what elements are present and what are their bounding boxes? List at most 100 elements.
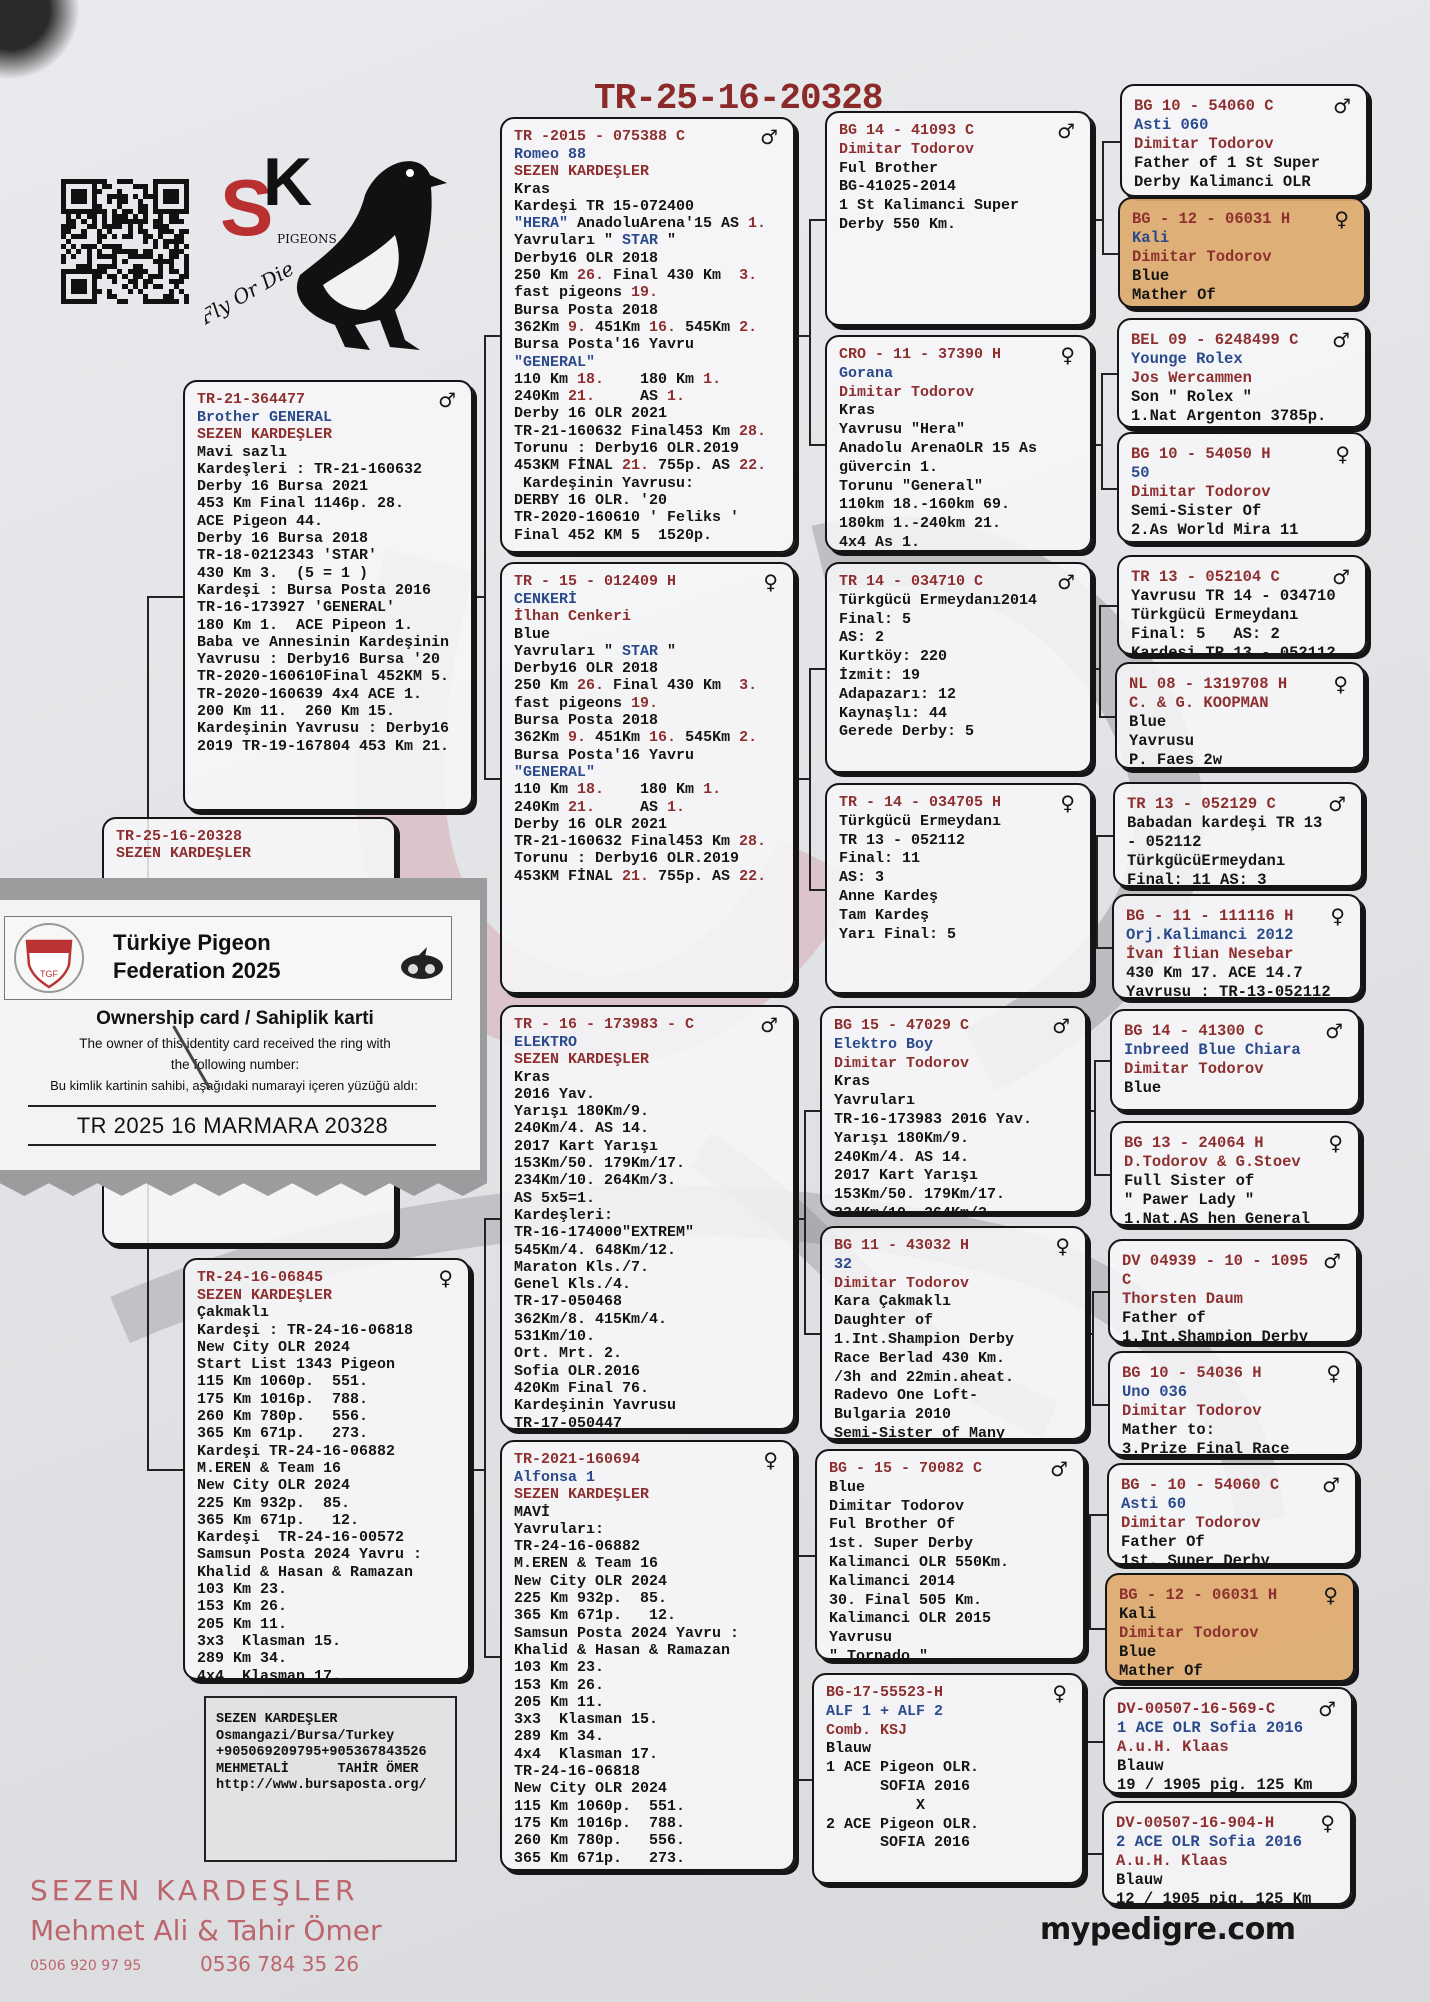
qr-code[interactable] <box>61 179 189 304</box>
card-line: Tam Kardeş <box>839 906 930 924</box>
card-line: Genel Kls./4. <box>514 1276 632 1294</box>
card-line: 200 Km 11. 260 Km 15. <box>197 703 396 721</box>
card-line: X <box>826 1796 926 1814</box>
card-line: Yarı Final: 5 <box>839 925 957 943</box>
card-line: 1 ACE Pigeon OLR. <box>826 1759 980 1777</box>
card-line: 2016 Yav. <box>514 1085 596 1103</box>
card-line: 103 Km 23. <box>514 1659 605 1677</box>
card-line: 153 Km 26. <box>197 1598 288 1616</box>
male-icon: ♂ <box>1323 1249 1341 1273</box>
card-line: ACE Pigeon 44. <box>197 512 324 530</box>
card-line: Adapazarı: 12 <box>839 685 957 703</box>
connector-line <box>1101 373 1103 488</box>
card-line: M.EREN & Team 16 <box>197 1459 342 1477</box>
card-line: Alfonsa 1 <box>514 1469 596 1486</box>
card-line: "HERA" AnadoluArena'15 AS 1. <box>514 215 782 232</box>
card-line: Sofia OLR.2016 <box>514 1362 641 1380</box>
pedigree-card-gen4[interactable]: TR 13 - 052129 C♂Babadan kardeşi TR 13- … <box>1113 782 1363 887</box>
card-line: AS 5x5=1. <box>514 1189 596 1207</box>
female-icon: ♀ <box>1334 207 1349 231</box>
card-line: Asti 060 <box>1134 116 1209 134</box>
connector-line <box>147 1469 183 1471</box>
connector-line <box>804 1109 806 1333</box>
card-text-segment: Yavruları " <box>514 642 623 660</box>
card-line: Dimitar Todorov <box>1131 483 1271 501</box>
ring-number: BG - 10 - 54060 C <box>1121 1476 1280 1494</box>
card-line: A.u.H. Klaas <box>1117 1738 1229 1756</box>
connector-line <box>796 1778 812 1781</box>
female-icon: ♀ <box>1052 1681 1067 1705</box>
card-line: SOFIA 2016 <box>826 1834 971 1852</box>
ring-number: BG 10 - 54050 H <box>1131 445 1271 463</box>
connector-line <box>484 1217 500 1220</box>
card-text-segment: 2. <box>739 318 758 336</box>
card-text-segment: 18. <box>577 781 605 799</box>
card-line: M.EREN & Team 16 <box>514 1555 659 1573</box>
ring-number: TR-24-16-06845 <box>197 1269 324 1286</box>
female-icon: ♀ <box>1333 672 1348 696</box>
connector-line <box>1099 605 1117 607</box>
ring-number: TR 2025 16 MARMARA 20328 <box>76 1113 389 1138</box>
card-line: 110 Km 18. 180 Km 1. <box>514 781 782 798</box>
connector-line <box>1092 1291 1094 1404</box>
mypedigre-brand: mypedigre.com <box>1040 1912 1296 1947</box>
card-line: Derby 16 OLR 2021 <box>514 815 668 833</box>
card-line: 1 St Kalimanci Super <box>839 197 1020 215</box>
card-text-segment: 180 Km <box>604 781 704 799</box>
card-line: Anadolu ArenaOLR 15 As <box>839 439 1038 457</box>
card-line: SEZEN KARDEŞLER <box>514 163 650 181</box>
card-line: 3x3 Klasman 15. <box>514 1711 659 1729</box>
card-line: Kali <box>1132 229 1170 247</box>
card-line: New City OLR 2024 <box>514 1780 668 1798</box>
ownership-text-tr: Bu kimlik kartinin sahibi, aşağıdaki num… <box>50 1078 418 1093</box>
card-line: 250 Km 26. Final 430 Km 3. <box>514 267 782 284</box>
contact-website-link[interactable]: http://www.bursaposta.org/ <box>216 1778 427 1793</box>
card-line: Blauw <box>1116 1871 1163 1889</box>
card-line: Dimitar Todorov <box>1119 1624 1259 1642</box>
logo-motto: Fly Or Die <box>205 256 298 330</box>
card-line: Yavrusu TR 14 - 034710 <box>1131 587 1336 605</box>
card-line: 289 Km 34. <box>514 1728 605 1746</box>
card-line: ELEKTRO <box>514 1034 578 1051</box>
card-line: "GENERAL" <box>514 763 596 781</box>
card-line: Orj.Kalimanci 2012 <box>1126 926 1294 944</box>
connector-line <box>809 667 811 889</box>
card-text-segment: 545Km <box>676 729 740 747</box>
card-line: Bursa Posta'16 Yavru <box>514 746 695 764</box>
card-line: Derby 16 Bursa 2021 <box>197 478 369 496</box>
card-line: 1st. Super Derby <box>1121 1552 1270 1565</box>
card-text-segment: 110 Km <box>514 781 578 799</box>
card-text-segment: 21. <box>568 388 596 406</box>
card-line: TR-16-173983 2016 Yav. <box>834 1110 1033 1128</box>
card-line: Ful Brother Of <box>829 1516 956 1534</box>
